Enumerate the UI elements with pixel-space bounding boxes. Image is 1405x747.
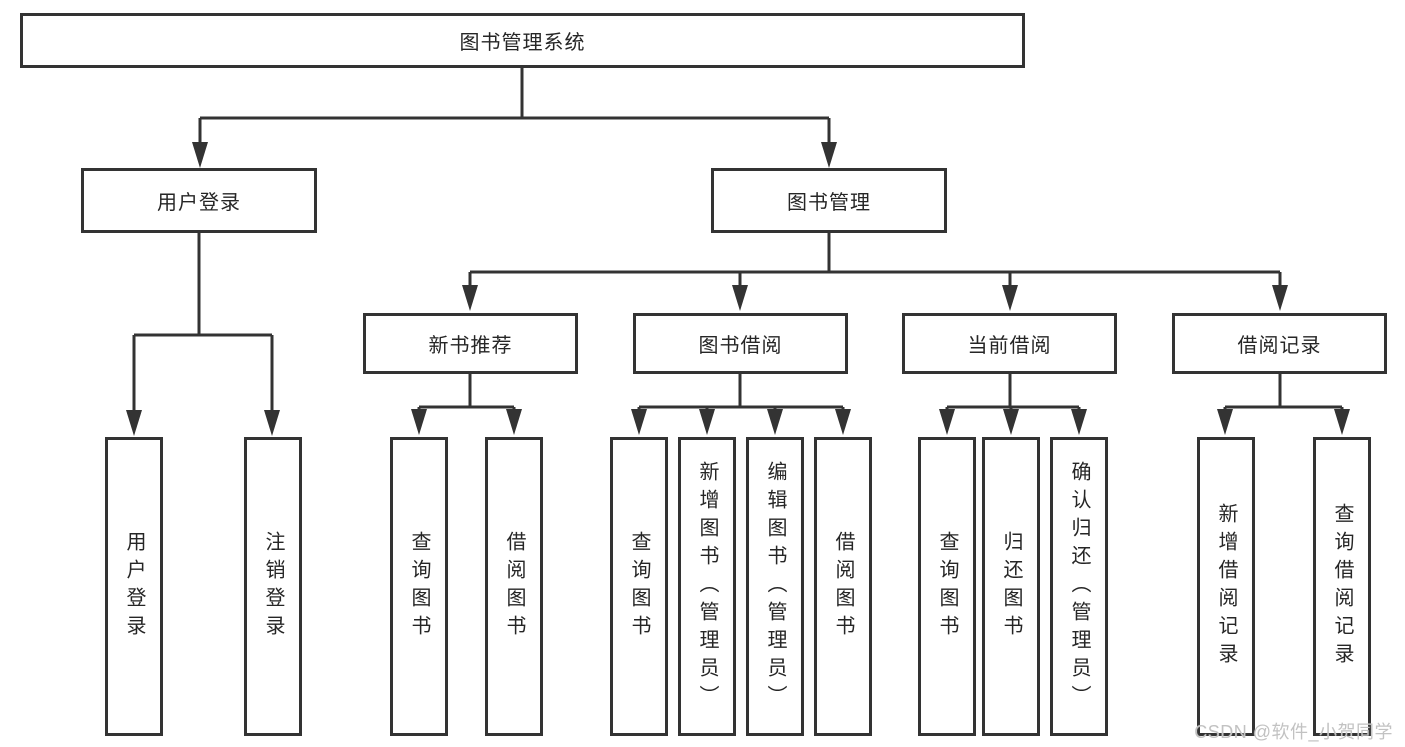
node-book-borrowing: 图书借阅 bbox=[633, 313, 848, 374]
leaf-query-books-borrowing: 查询图书 bbox=[610, 437, 668, 736]
node-new-book-recommendation-label: 新书推荐 bbox=[428, 335, 513, 357]
connector-book-mgmt-split bbox=[468, 233, 1282, 289]
node-user-login-label: 用户登录 bbox=[157, 192, 241, 214]
leaf-confirm-return-admin-label: 确认归还（管理员） bbox=[1068, 460, 1090, 713]
leaf-add-borrow-record-label: 新增借阅记录 bbox=[1215, 502, 1237, 671]
leaf-borrow-books-recommend: 借阅图书 bbox=[485, 437, 543, 736]
node-book-management: 图书管理 bbox=[711, 168, 947, 233]
leaf-logout-login: 注销登录 bbox=[244, 437, 302, 736]
leaf-borrow-books-borrowing-label: 借阅图书 bbox=[832, 530, 854, 643]
node-borrowing-records: 借阅记录 bbox=[1172, 313, 1387, 374]
node-user-login: 用户登录 bbox=[81, 168, 317, 233]
connector-records-split bbox=[1223, 374, 1344, 413]
node-current-borrowing-label: 当前借阅 bbox=[967, 335, 1052, 357]
leaf-add-book-admin: 新增图书（管理员） bbox=[678, 437, 736, 736]
leaf-user-login-label: 用户登录 bbox=[123, 530, 145, 643]
leaf-query-books-recommend-label: 查询图书 bbox=[408, 530, 430, 643]
arrowheads bbox=[126, 142, 1350, 436]
leaf-query-books-current: 查询图书 bbox=[918, 437, 976, 736]
leaf-query-books-recommend: 查询图书 bbox=[390, 437, 448, 736]
connector-user-login-split bbox=[132, 233, 274, 414]
node-borrowing-records-label: 借阅记录 bbox=[1237, 335, 1322, 357]
leaf-add-book-admin-label: 新增图书（管理员） bbox=[696, 460, 718, 713]
connector-new-book-split bbox=[417, 374, 516, 413]
leaf-logout-login-label: 注销登录 bbox=[262, 530, 284, 643]
node-library-system-label: 图书管理系统 bbox=[459, 32, 586, 54]
node-current-borrowing: 当前借阅 bbox=[902, 313, 1117, 374]
connector-current-split bbox=[945, 374, 1081, 413]
leaf-return-books-label: 归还图书 bbox=[1000, 530, 1022, 643]
node-book-borrowing-label: 图书借阅 bbox=[698, 335, 783, 357]
connector-borrowing-split bbox=[637, 374, 845, 413]
node-new-book-recommendation: 新书推荐 bbox=[363, 313, 578, 374]
leaf-query-books-current-label: 查询图书 bbox=[936, 530, 958, 643]
node-library-system: 图书管理系统 bbox=[20, 13, 1025, 68]
leaf-edit-book-admin: 编辑图书（管理员） bbox=[746, 437, 804, 736]
leaf-confirm-return-admin: 确认归还（管理员） bbox=[1050, 437, 1108, 736]
csdn-watermark: CSDN @软件_小贺同学 bbox=[1194, 722, 1393, 742]
leaf-user-login: 用户登录 bbox=[105, 437, 163, 736]
node-book-management-label: 图书管理 bbox=[787, 192, 871, 214]
leaf-borrow-books-recommend-label: 借阅图书 bbox=[503, 530, 525, 643]
leaf-edit-book-admin-label: 编辑图书（管理员） bbox=[764, 460, 786, 713]
leaf-borrow-books-borrowing: 借阅图书 bbox=[814, 437, 872, 736]
leaf-query-borrow-record-label: 查询借阅记录 bbox=[1331, 502, 1353, 671]
leaf-return-books: 归还图书 bbox=[982, 437, 1040, 736]
connector-root-stem bbox=[198, 68, 831, 146]
leaf-query-books-borrowing-label: 查询图书 bbox=[628, 530, 650, 643]
leaf-add-borrow-record: 新增借阅记录 bbox=[1197, 437, 1255, 736]
leaf-query-borrow-record: 查询借阅记录 bbox=[1313, 437, 1371, 736]
